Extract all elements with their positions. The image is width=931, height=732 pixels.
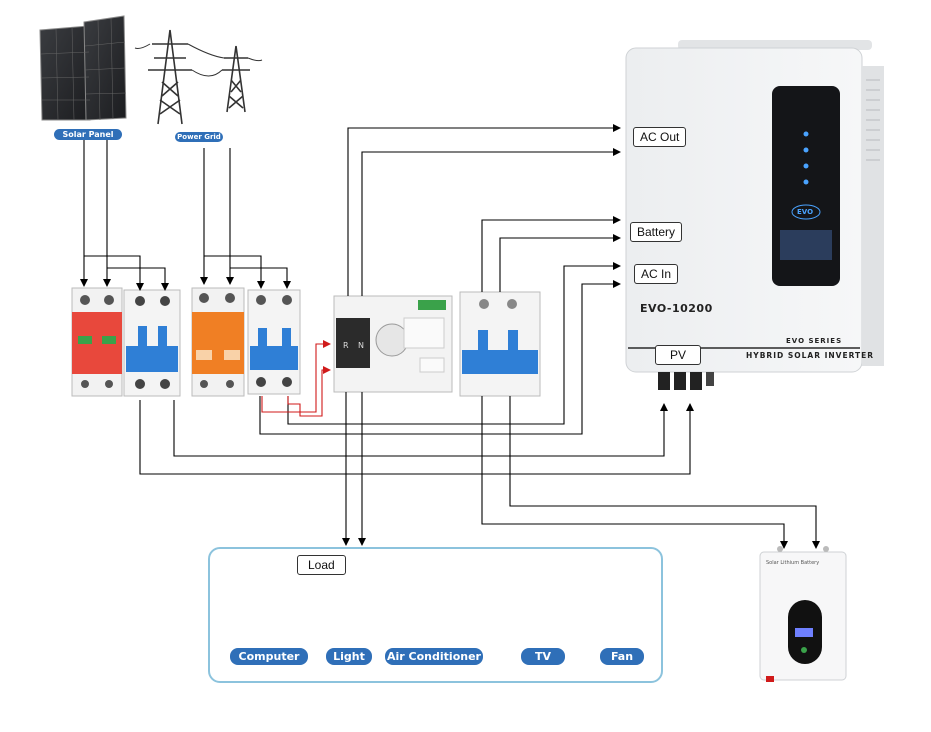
- load-item-computer: Computer: [230, 648, 308, 665]
- ac-breaker-grid: [247, 289, 301, 395]
- solar-panel-label: Solar Panel: [54, 129, 122, 140]
- solar-panel-icon: [39, 15, 127, 121]
- red-wires: [261, 340, 331, 417]
- hybrid-inverter: [625, 40, 884, 390]
- ac-in-port-label: AC In: [634, 264, 679, 284]
- load-item-fan: Fan: [600, 648, 644, 665]
- load-item-tv: TV: [521, 648, 565, 665]
- inverter-series-line1: EVO SERIES: [786, 337, 843, 345]
- load-item-light: Light: [326, 648, 372, 665]
- wires: [80, 124, 820, 549]
- automatic-transfer-switch: R N: [333, 295, 453, 393]
- inverter-screen-logo: EVO: [797, 208, 814, 216]
- load-item-air-conditioner: Air Conditioner: [385, 648, 483, 665]
- pv-port-label: PV: [655, 345, 702, 365]
- svg-text:R: R: [343, 341, 349, 350]
- battery-breaker: [459, 291, 541, 397]
- surge-protector-grid: [191, 287, 245, 397]
- svg-text:N: N: [358, 341, 364, 350]
- lithium-battery-pack: [759, 546, 847, 682]
- power-grid-icon: [134, 29, 263, 125]
- inverter-model: EVO-10200: [640, 302, 713, 315]
- ac-out-port-label: AC Out: [633, 127, 687, 147]
- power-grid-label: Power Grid: [175, 132, 223, 142]
- inverter-series-line2: HYBRID SOLAR INVERTER: [746, 351, 875, 360]
- dc-breaker-pv: [123, 289, 181, 397]
- surge-protector-pv: [71, 287, 123, 397]
- battery-pack-label: Solar Lithium Battery: [766, 560, 820, 566]
- battery-port-label: Battery: [630, 222, 683, 242]
- load-title: Load: [297, 555, 346, 575]
